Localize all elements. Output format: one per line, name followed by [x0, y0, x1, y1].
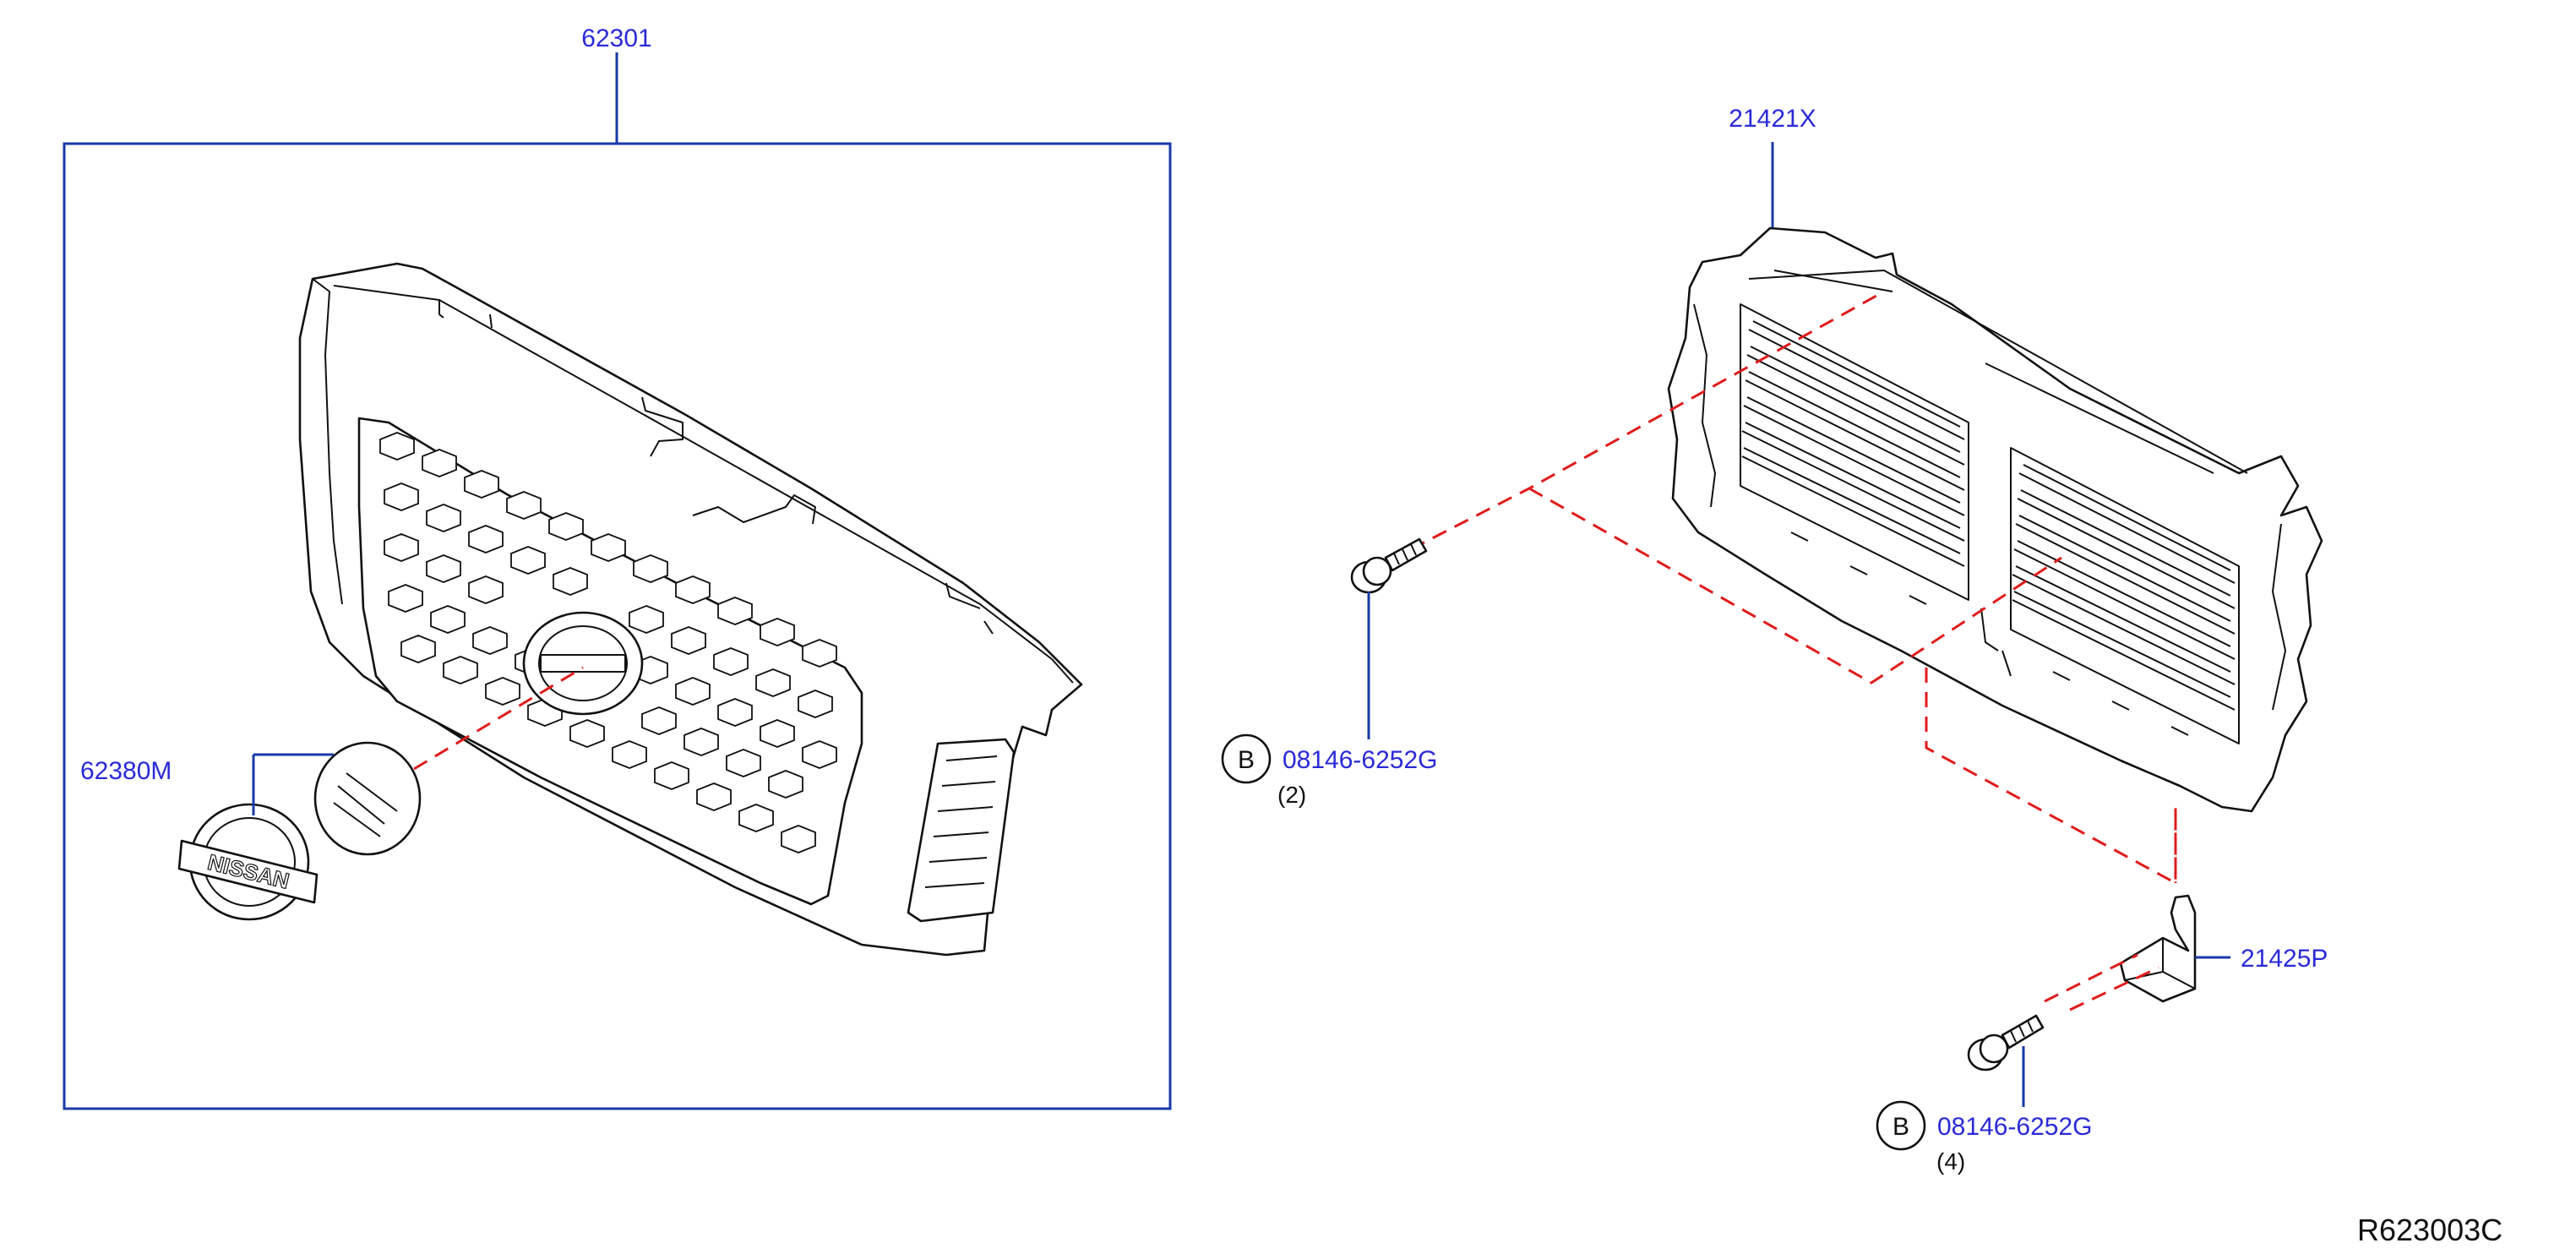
core-support-group: 21421X — [1410, 105, 2323, 886]
bolt-upper-qty: (2) — [1277, 782, 1306, 808]
bracket-bolt-connector — [2044, 953, 2159, 1011]
emblem-part-number[interactable]: 62380M — [80, 757, 172, 785]
bracket-part-number[interactable]: 21425P — [2241, 945, 2328, 973]
bolt-lower-callout-circle — [1876, 1100, 1926, 1151]
bolt-lower-group: B 08146-6252G (4) — [1876, 1014, 2093, 1175]
grille-group: 62301 — [63, 25, 1172, 1110]
core-support-connector-lower — [1528, 487, 2062, 684]
bracket-group: 21425P — [2044, 894, 2328, 1011]
bolt-lower-callout-letter: B — [1893, 1113, 1909, 1141]
core-support-drawing — [1667, 226, 2323, 813]
bracket-connector — [1925, 668, 2177, 886]
bolt-lower-part-number[interactable]: 08146-6252G — [1937, 1113, 2093, 1141]
bolt-upper-callout-letter: B — [1238, 746, 1255, 774]
honeycomb-mesh — [379, 432, 837, 853]
bolt-lower-qty: (4) — [1936, 1148, 1965, 1175]
emblem-connector-dashed — [413, 666, 584, 771]
grille-drawing — [298, 262, 1083, 957]
grille-part-number[interactable]: 62301 — [581, 25, 651, 52]
emblem-drawing: NISSAN — [177, 741, 422, 921]
bolt-lower-drawing — [1967, 1014, 2045, 1071]
bolt-upper-drawing — [1350, 537, 1428, 594]
core-support-part-number[interactable]: 21421X — [1729, 105, 1816, 133]
diagram-reference-code: R623003C — [2357, 1213, 2502, 1247]
bolt-upper-group: B 08146-6252G (2) — [1221, 537, 1438, 808]
bolt-upper-part-number[interactable]: 08146-6252G — [1283, 746, 1438, 774]
bracket-drawing — [2119, 894, 2197, 1003]
bolt-upper-callout-circle — [1221, 733, 1272, 784]
